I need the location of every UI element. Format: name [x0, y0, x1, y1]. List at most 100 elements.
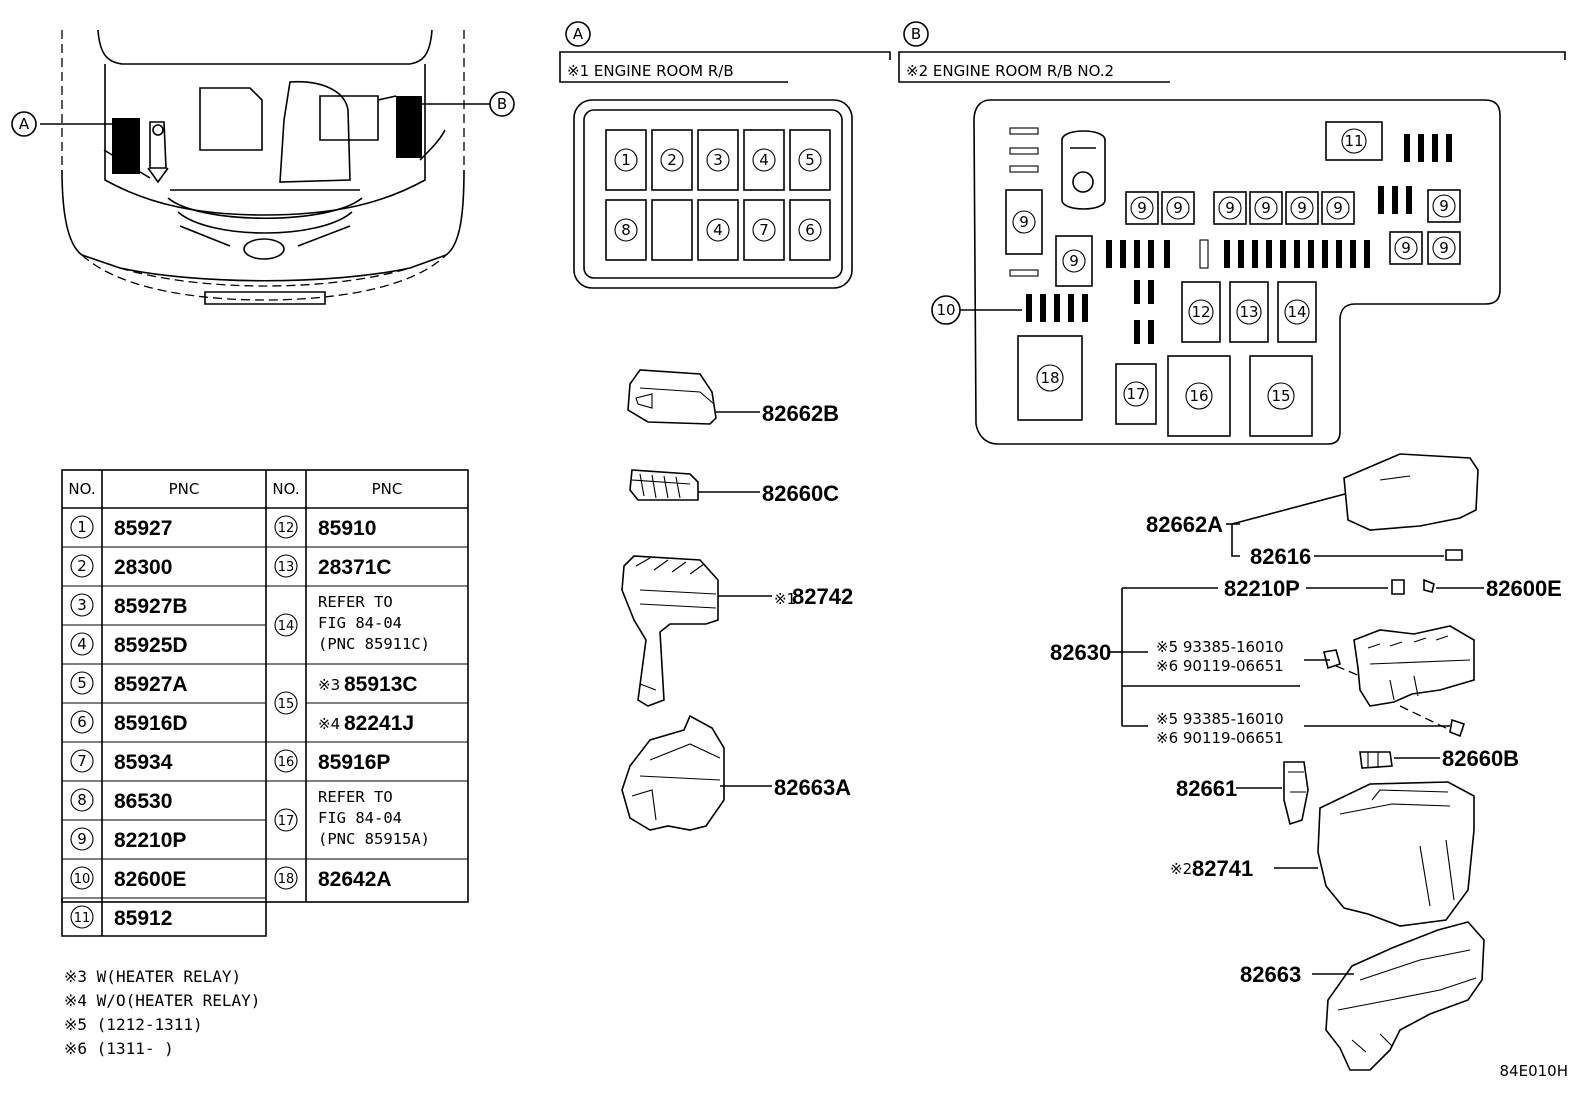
svg-text:※5 93385-16010: ※5 93385-16010 [1156, 710, 1284, 728]
svg-text:18: 18 [1040, 369, 1059, 387]
svg-text:9: 9 [1173, 199, 1183, 217]
section-b-header: B ※2 ENGINE ROOM R/B NO.2 [898, 21, 1566, 83]
svg-text:82663: 82663 [1240, 962, 1301, 987]
svg-text:15: 15 [278, 697, 295, 712]
bolt-upper: ※5 93385-16010 ※6 90119-06651 [1156, 638, 1341, 675]
relay-box-a-top-row: 1 2 3 4 5 [605, 129, 831, 191]
footnotes: ※3 W(HEATER RELAY) ※4 W/O(HEATER RELAY) … [64, 967, 260, 1058]
relay-box-b: 9 9 9 9 9 9 9 9 9 9 9 11 [931, 99, 1501, 445]
svg-text:1: 1 [621, 151, 631, 169]
svg-text:86530: 86530 [114, 790, 172, 813]
svg-text:※1: ※1 [774, 590, 796, 608]
svg-text:15: 15 [1271, 387, 1290, 405]
svg-text:12: 12 [1191, 303, 1210, 321]
table-row: 18 82642A [274, 866, 392, 891]
section-a-header: A ※1 ENGINE ROOM R/B [559, 21, 891, 83]
relay-box-a: 1 2 3 4 5 8 4 7 6 [573, 99, 853, 289]
svg-text:9: 9 [1137, 199, 1147, 217]
svg-text:NO.: NO. [272, 480, 299, 498]
svg-text:18: 18 [278, 872, 295, 887]
svg-text:13: 13 [278, 560, 295, 575]
table-row: 15 ※3 85913C ※4 82241J [274, 673, 418, 735]
table-row: 8 86530 [70, 788, 172, 813]
table-row: 6 85916D [70, 710, 188, 735]
table-row: 11 85912 [70, 905, 172, 930]
part-82630-block: 82630 [1050, 625, 1475, 731]
svg-text:9: 9 [1225, 199, 1235, 217]
svg-text:82663A: 82663A [774, 775, 851, 800]
part-82663A-lower-case: 82663A [621, 714, 851, 831]
svg-text:(PNC 85911C): (PNC 85911C) [318, 635, 430, 653]
svg-text:3: 3 [713, 151, 723, 169]
svg-text:REFER TO: REFER TO [318, 788, 393, 806]
svg-text:※6 (1311- ): ※6 (1311- ) [64, 1039, 174, 1058]
table-row: 1 85927 [70, 515, 172, 540]
svg-text:A: A [573, 25, 584, 43]
svg-text:6: 6 [805, 221, 815, 239]
part-82660B-fuse-block: 82660B [1359, 746, 1519, 771]
marker-b-right: B [489, 91, 515, 117]
svg-text:※5 93385-16010: ※5 93385-16010 [1156, 638, 1284, 656]
table-row: 13 28371C [274, 554, 392, 579]
svg-text:2: 2 [77, 557, 87, 575]
marker-a-left: A [11, 111, 37, 137]
svg-text:6: 6 [77, 713, 87, 731]
svg-text:85927: 85927 [114, 517, 172, 540]
svg-text:※5 (1212-1311): ※5 (1212-1311) [64, 1015, 203, 1034]
bolt-lower: ※5 93385-16010 ※6 90119-06651 [1156, 710, 1466, 747]
svg-text:85912: 85912 [114, 907, 172, 930]
svg-text:85910: 85910 [318, 517, 376, 540]
svg-text:16: 16 [278, 755, 295, 770]
table-row: 14 REFER TO FIG 84-04 (PNC 85911C) [274, 593, 430, 653]
svg-text:82660C: 82660C [762, 481, 839, 506]
svg-text:9: 9 [1401, 239, 1411, 257]
svg-text:7: 7 [759, 221, 769, 239]
svg-text:85927B: 85927B [114, 595, 188, 618]
table-row: 2 28300 [70, 554, 172, 579]
svg-text:A: A [19, 115, 30, 133]
svg-text:85916P: 85916P [318, 751, 390, 774]
vehicle-front-illustration [40, 29, 490, 305]
svg-text:16: 16 [1189, 387, 1208, 405]
svg-text:5: 5 [77, 674, 87, 692]
table-row: 9 82210P [70, 827, 186, 852]
svg-text:FIG 84-04: FIG 84-04 [318, 809, 402, 827]
table-row: 17 REFER TO FIG 84-04 (PNC 85915A) [274, 788, 430, 848]
svg-text:82210P: 82210P [114, 829, 186, 852]
pnc-table: NO. PNC NO. PNC 1 85927 2 28300 3 85927B… [61, 469, 469, 937]
svg-text:(PNC 85915A): (PNC 85915A) [318, 830, 430, 848]
table-row: 4 85925D [70, 632, 188, 657]
svg-text:82241J: 82241J [344, 712, 414, 735]
svg-text:28300: 28300 [114, 556, 172, 579]
svg-text:※6 90119-06651: ※6 90119-06651 [1156, 657, 1284, 675]
part-82662B-cover: 82662B [627, 369, 839, 426]
svg-text:82642A: 82642A [318, 868, 392, 891]
svg-text:85934: 85934 [114, 751, 173, 774]
part-82742-relay-block: ※1 82742 [621, 555, 853, 707]
table-row: 10 82600E [70, 866, 186, 891]
table-row: 12 85910 [274, 515, 376, 540]
svg-text:B: B [911, 25, 921, 43]
svg-text:10: 10 [74, 872, 91, 887]
svg-text:3: 3 [77, 596, 87, 614]
svg-text:82741: 82741 [1192, 856, 1253, 881]
svg-text:PNC: PNC [169, 480, 200, 498]
svg-text:82742: 82742 [792, 584, 853, 609]
svg-text:82660B: 82660B [1442, 746, 1519, 771]
svg-text:※2 ENGINE ROOM R/B NO.2: ※2 ENGINE ROOM R/B NO.2 [906, 62, 1114, 80]
table-row: 5 85927A [70, 671, 188, 696]
svg-text:12: 12 [278, 521, 295, 536]
svg-text:※1 ENGINE ROOM R/B: ※1 ENGINE ROOM R/B [567, 62, 734, 80]
svg-text:10: 10 [936, 301, 955, 319]
svg-text:82600E: 82600E [1486, 576, 1562, 601]
part-82663-lower-case: 82663 [1240, 921, 1485, 1071]
svg-text:82600E: 82600E [114, 868, 186, 891]
svg-text:4: 4 [759, 151, 769, 169]
svg-text:9: 9 [1019, 213, 1029, 231]
svg-text:85925D: 85925D [114, 634, 188, 657]
svg-text:82210P: 82210P [1224, 576, 1300, 601]
svg-text:2: 2 [667, 151, 677, 169]
svg-text:82662A: 82662A [1146, 512, 1223, 537]
svg-text:9: 9 [1261, 199, 1271, 217]
